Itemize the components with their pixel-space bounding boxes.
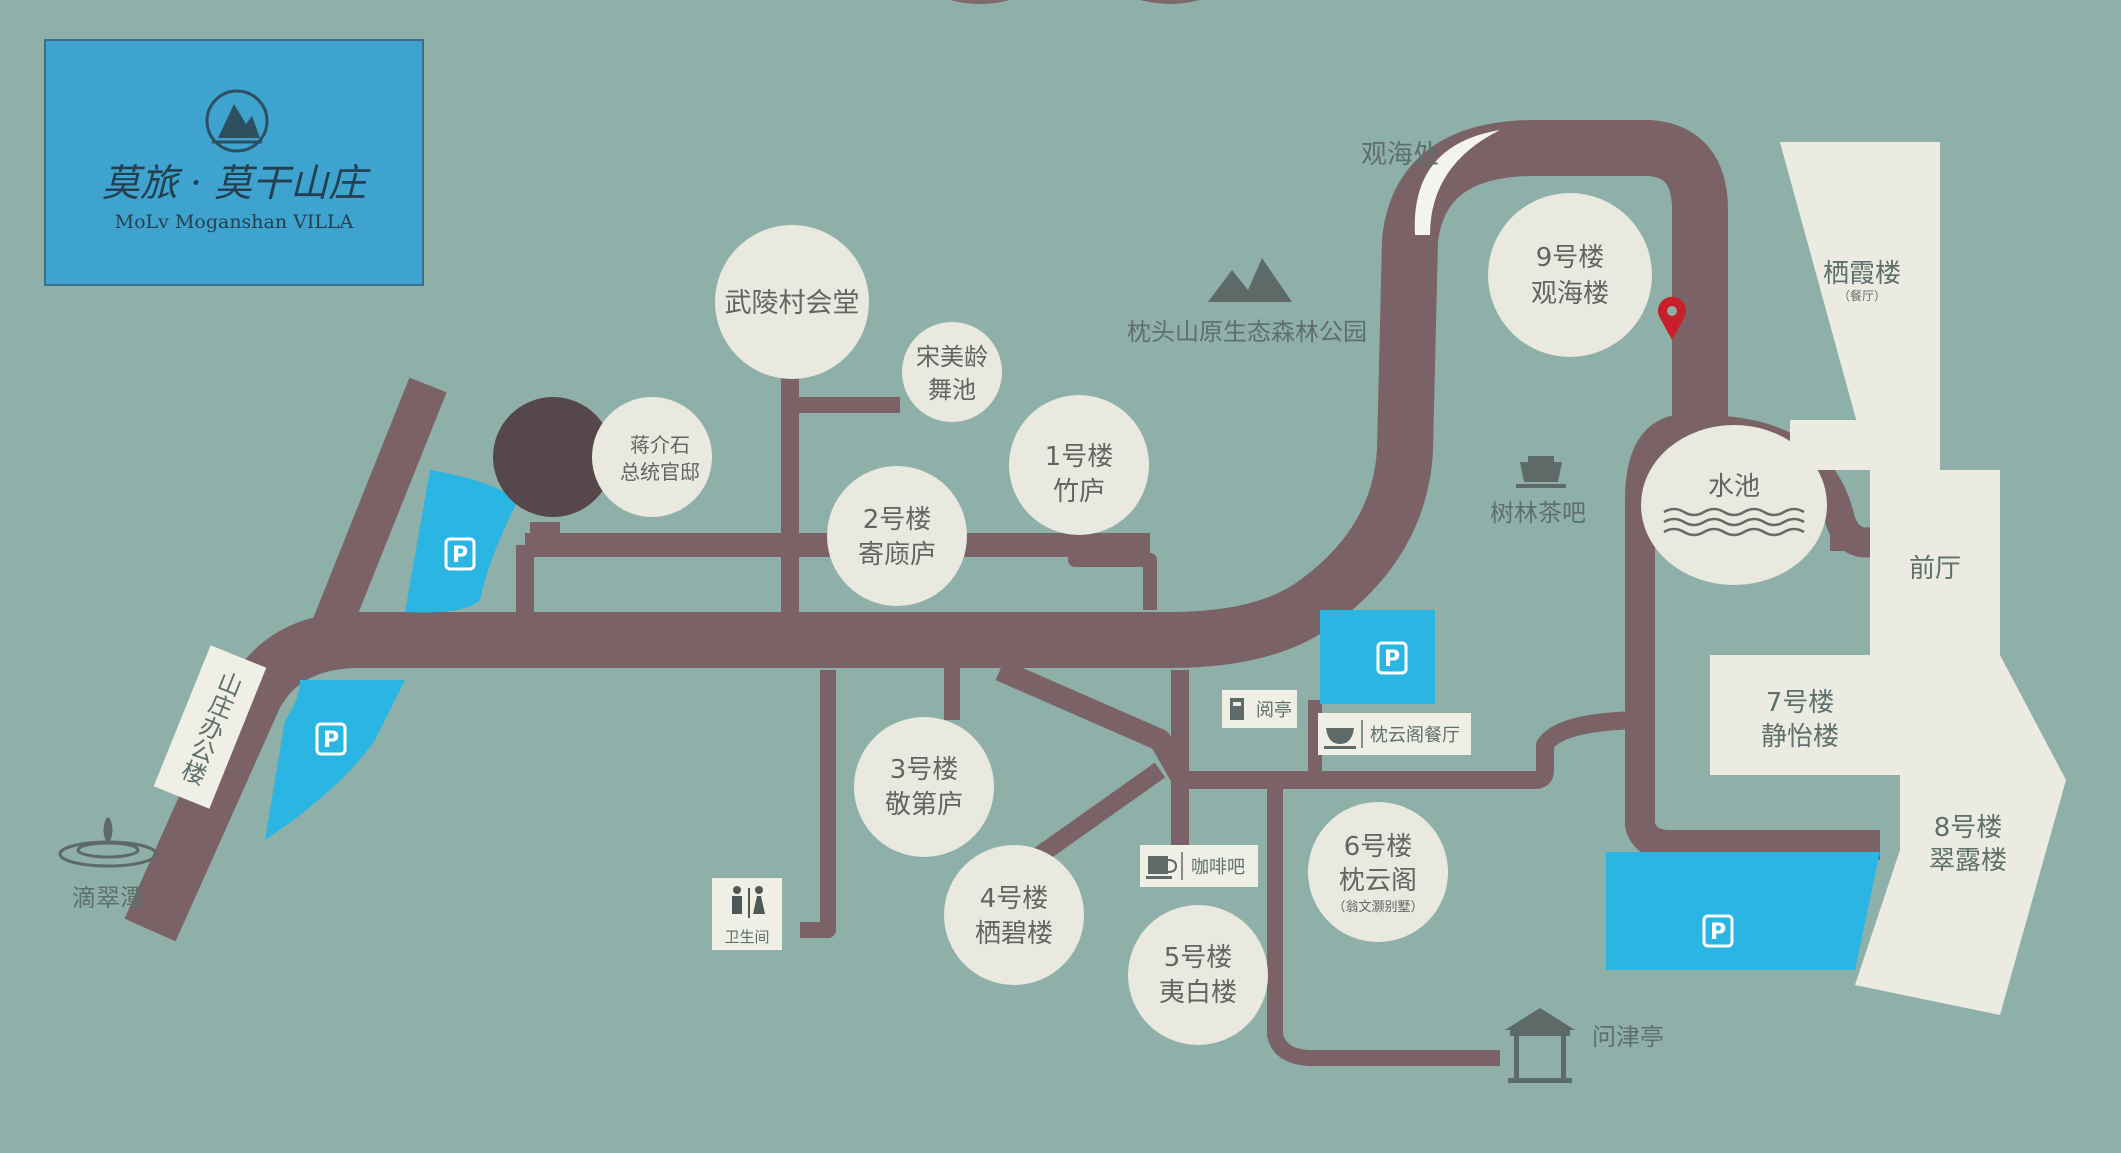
diag-road-4 — [1034, 762, 1166, 863]
building1-road — [1068, 530, 1157, 610]
diag-road-3 — [995, 659, 1190, 781]
book-icon — [1230, 698, 1244, 720]
waves-icon — [1663, 507, 1805, 537]
tea-bowl-icon — [1516, 456, 1566, 488]
dicuitan-label: 滴翠潭 — [72, 884, 144, 912]
building-5-label-1: 5号楼 — [1164, 943, 1233, 973]
qixia-label: 栖霞楼 — [1823, 259, 1901, 289]
parking-lots — [265, 470, 1880, 970]
parking-sign-east: P — [1710, 920, 1726, 945]
building-9-label-1: 9号楼 — [1536, 243, 1605, 273]
qixia-sub-label: （餐厅） — [1838, 288, 1886, 303]
building-2-label-2: 寄庼庐 — [858, 540, 936, 570]
building-8-label-2: 翠露楼 — [1929, 846, 2007, 876]
top-ornament-left — [950, 0, 1010, 4]
restaurant-label: 枕云阁餐厅 — [1370, 725, 1460, 746]
middle-cross-road — [1180, 711, 1651, 789]
resort-logo: 莫旅 · 莫干山庄 MoLv Moganshan VILLA — [44, 39, 424, 286]
top-ornament-right — [1140, 0, 1200, 4]
wuling-hall-marker[interactable] — [715, 225, 869, 379]
parking-sign-west: P — [452, 543, 468, 568]
logo-emblem-icon — [205, 89, 269, 153]
pavilion-icon — [1505, 1008, 1575, 1083]
building-9-marker[interactable] — [1488, 193, 1652, 357]
parking-lot-southwest — [265, 680, 405, 840]
toilet-icon — [732, 886, 765, 918]
logo-title-en: MoLv Moganshan VILLA — [115, 211, 354, 233]
front-hall-complex — [1710, 142, 2066, 1015]
parking-sign-center: P — [1384, 647, 1400, 672]
forest-park-label: 枕头山原生态森林公园 — [1127, 318, 1367, 346]
south-road — [1267, 780, 1500, 1066]
guanhaichu-arc — [1414, 130, 1500, 235]
tea-bar-label: 树林茶吧 — [1490, 499, 1586, 527]
building-1-marker[interactable] — [1009, 395, 1149, 535]
building-5-marker[interactable] — [1128, 905, 1268, 1045]
jiang-residence-marker[interactable] — [592, 397, 712, 517]
pool-marker[interactable] — [1641, 425, 1827, 585]
building-markers: 蒋介石 总统官邸 武陵村会堂 宋美龄 舞池 1号楼 竹庐 2号楼 寄庼庐 3号楼… — [493, 193, 1827, 1045]
building-3-label-2: 敬第庐 — [885, 790, 963, 820]
cafe-box: 咖啡吧 — [1140, 845, 1258, 887]
wenjinting-label: 问津亭 — [1592, 1023, 1664, 1051]
building-2-label-1: 2号楼 — [863, 505, 932, 535]
food-bowl-icon — [1324, 728, 1356, 749]
building-8-label-1: 8号楼 — [1934, 813, 2003, 843]
water-drop-icon — [58, 817, 158, 868]
building-4-label-1: 4号楼 — [980, 884, 1049, 914]
building-6-label-1: 6号楼 — [1344, 832, 1413, 862]
toilet-road — [800, 670, 836, 938]
parking-signs: P P P P — [315, 537, 1734, 948]
building-4-marker[interactable] — [944, 845, 1084, 985]
songmeiling-label-1: 宋美龄 — [916, 343, 988, 371]
toilet-box: 卫生间 — [712, 878, 782, 950]
building-3-marker[interactable] — [854, 717, 994, 857]
building-5-label-2: 夷白楼 — [1159, 978, 1237, 1008]
building-1-label-2: 竹庐 — [1053, 477, 1105, 507]
pool-label: 水池 — [1708, 472, 1760, 502]
building-2-marker[interactable] — [827, 466, 967, 606]
building-6-label-3: （翁文灏别墅） — [1332, 899, 1423, 915]
parking-lot-east — [1606, 852, 1880, 970]
jiang-label-2: 总统官邸 — [620, 460, 700, 484]
building-7-label-1: 7号楼 — [1766, 688, 1835, 718]
jiang-label-1: 蒋介石 — [630, 433, 690, 457]
restaurant-box: 枕云阁餐厅 — [1318, 713, 1471, 755]
cafe-label: 咖啡吧 — [1191, 857, 1245, 878]
west-branch-road — [303, 377, 447, 658]
toilet-label: 卫生间 — [724, 928, 769, 946]
building-4-label-2: 栖碧楼 — [975, 919, 1053, 949]
logo-title-cn: 莫旅 · 莫干山庄 — [102, 161, 371, 205]
songmeiling-label-2: 舞池 — [928, 376, 976, 404]
building-1-label-1: 1号楼 — [1045, 442, 1114, 472]
songmeiling-marker[interactable] — [902, 322, 1002, 422]
guanhaichu-label: 观海处 — [1361, 140, 1439, 170]
yueting-label: 阅亭 — [1256, 700, 1292, 721]
jiang-dark-circle — [493, 397, 613, 517]
pool-loop-road — [1625, 413, 1880, 860]
building-7-label-2: 静怡楼 — [1761, 722, 1839, 752]
building-9-label-2: 观海楼 — [1531, 279, 1609, 309]
building-6-marker[interactable] — [1308, 802, 1448, 942]
parking-sign-southwest: P — [323, 728, 339, 753]
building-3-label-1: 3号楼 — [890, 755, 959, 785]
coffee-cup-icon — [1146, 856, 1178, 879]
yueting-box: 阅亭 — [1222, 690, 1297, 728]
main-road — [124, 120, 1728, 942]
location-pin-icon — [1658, 296, 1686, 340]
building-6-label-2: 枕云阁 — [1339, 866, 1417, 896]
mountain-icon — [1208, 258, 1292, 302]
wuling-label: 武陵村会堂 — [725, 288, 860, 319]
east-buildings — [1710, 142, 2066, 1015]
qianting-label: 前厅 — [1909, 554, 1961, 584]
